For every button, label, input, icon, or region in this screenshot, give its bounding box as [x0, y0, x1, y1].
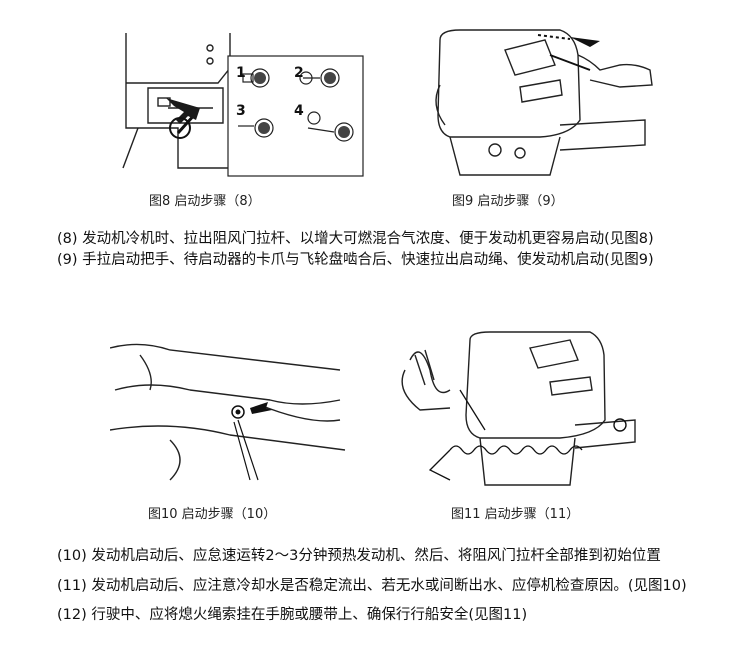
paragraph-step-10: (10) 发动机启动后、应怠速运转2～3分钟预热发动机、然后、将阻风门拉杆全部推…: [57, 548, 661, 564]
step-number-2: 2: [294, 65, 304, 81]
figure-11-caption: 图11 启动步骤（11）: [451, 507, 580, 522]
step-number-1: 1: [236, 65, 246, 81]
figure-8-caption: 图8 启动步骤（8）: [149, 194, 261, 209]
figure-11-illustration: [390, 330, 640, 495]
figure-10-illustration: [110, 330, 350, 490]
figure-8-illustration: 1 2 3 4: [118, 28, 368, 178]
step-number-4: 4: [294, 103, 304, 119]
paragraph-step-12: (12) 行驶中、应将熄火绳索挂在手腕或腰带上、确保行行船安全(见图11): [57, 607, 528, 623]
figure-10-caption: 图10 启动步骤（10）: [148, 507, 277, 522]
figure-9-illustration: [420, 25, 660, 185]
figure-9-caption: 图9 启动步骤（9）: [452, 194, 564, 209]
step-number-3: 3: [236, 103, 246, 119]
paragraph-step-8: (8) 发动机冷机时、拉出阻风门拉杆、以增大可燃混合气浓度、便于发动机更容易启动…: [57, 231, 654, 247]
paragraph-step-11: (11) 发动机启动后、应注意冷却水是否稳定流出、若无水或间断出水、应停机检查原…: [57, 578, 687, 594]
paragraph-step-9: (9) 手拉启动把手、待启动器的卡爪与飞轮盘啮合后、快速拉出启动绳、使发动机启动…: [57, 252, 654, 268]
